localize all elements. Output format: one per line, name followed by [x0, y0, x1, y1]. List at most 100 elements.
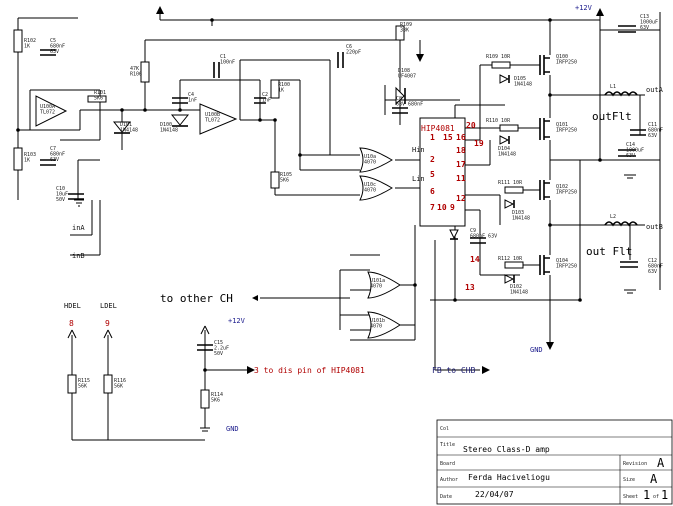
- r110-label: R110 10R: [486, 118, 511, 124]
- l1-label: L1: [610, 84, 616, 90]
- pin-13: 13: [465, 283, 475, 292]
- capacitors: [40, 25, 646, 351]
- hip4081-name: HIP4081: [421, 124, 455, 133]
- pin-18: 18: [456, 146, 466, 155]
- pin-1: 1: [430, 133, 435, 142]
- opamp-u100a: [35, 95, 68, 127]
- mosfets: [539, 55, 550, 275]
- tb-revision-label: Revision: [623, 461, 647, 467]
- pin-9: 9: [450, 203, 455, 212]
- input-b-label: inB: [72, 252, 85, 260]
- hip4081-ic: [419, 117, 466, 227]
- opamps: [35, 95, 238, 135]
- arrows: [67, 6, 604, 374]
- gnd-label: GND: [530, 346, 543, 354]
- pin-12: 12: [456, 194, 466, 203]
- tb-size-label: Size: [623, 477, 635, 483]
- pin-10: 10: [437, 203, 447, 212]
- tb-col-label: Col: [440, 426, 449, 432]
- tb-sheet-total: 1: [661, 488, 668, 502]
- r109b-label: R109 10R: [486, 54, 511, 60]
- fb-to-chb-label: FB to CHB: [432, 366, 476, 375]
- pin-2: 2: [430, 155, 435, 164]
- tb-sheet-label: Sheet: [623, 494, 638, 500]
- tb-board-label: Board: [440, 461, 455, 467]
- pin-11: 11: [456, 174, 466, 183]
- ldel-label: LDEL: [100, 302, 117, 310]
- ldel-pin-label: 9: [105, 319, 110, 328]
- resistors: [13, 25, 524, 409]
- tb-author-label: Author: [440, 477, 458, 483]
- tb-title-value: Stereo Class-D amp: [463, 445, 550, 454]
- tb-date-label: Date: [440, 494, 452, 500]
- hip4081-lin: Lin: [412, 175, 425, 183]
- title-block: Col Title Stereo Class-D amp Board Revis…: [436, 419, 673, 505]
- diodes: [112, 74, 515, 284]
- to-dis-pin-label: 3 to dis pin of HIP4081: [254, 366, 365, 375]
- tb-sheet-of: of: [653, 494, 659, 500]
- output-filter-a-label: outFlt: [592, 110, 632, 123]
- output-b-label: outB: [646, 223, 663, 231]
- r112-label: R112 10R: [498, 256, 523, 262]
- tb-date-value: 22/04/07: [475, 490, 514, 499]
- junctions: [16, 18, 602, 372]
- logic-gates: [359, 147, 401, 339]
- to-other-ch-label: to other CH: [160, 292, 233, 305]
- pin-5: 5: [430, 170, 435, 179]
- pin-6: 6: [430, 187, 435, 196]
- inductors: [604, 91, 638, 227]
- top-rail-label: +12V: [575, 4, 593, 12]
- hip4081-hin: Hin: [412, 146, 425, 154]
- input-a-label: inA: [72, 224, 85, 232]
- hdel-label: HDEL: [64, 302, 81, 310]
- hdel-pin-label: 8: [69, 319, 74, 328]
- pin-20: 20: [466, 121, 476, 130]
- tb-revision-value: A: [657, 456, 665, 470]
- pin-16: 16: [456, 133, 466, 142]
- r111-label: R111 10R: [498, 180, 523, 186]
- pin-14: 14: [470, 255, 480, 264]
- tb-size-value: A: [650, 472, 658, 486]
- pin-17: 17: [456, 160, 466, 169]
- mid-rail-label: +12V: [228, 317, 246, 325]
- pin-15: 15: [443, 133, 453, 142]
- output-filter-b-label: out Flt: [586, 245, 632, 258]
